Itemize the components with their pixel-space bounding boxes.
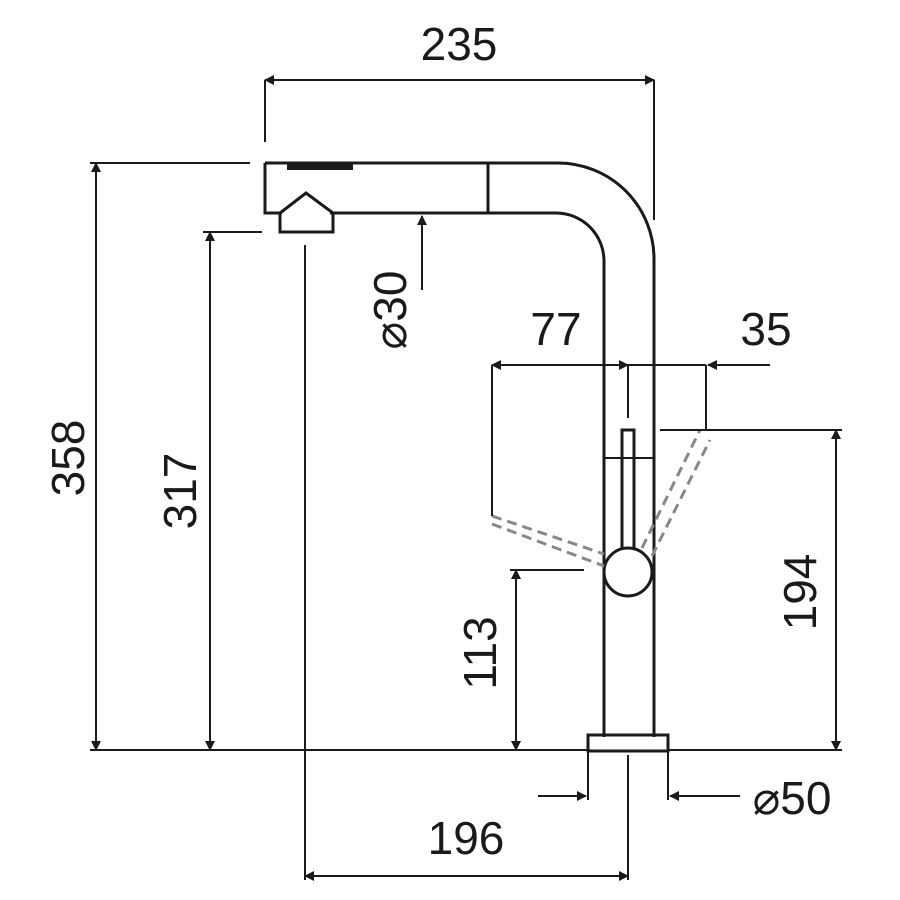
dimension-overall-reach: 235 bbox=[264, 18, 655, 220]
dimension-base-diameter: ⌀50 bbox=[538, 751, 831, 824]
lever-handle bbox=[620, 428, 636, 552]
spray-head-slot bbox=[287, 163, 353, 170]
dimension-spout-diameter: ⌀30 bbox=[364, 215, 427, 350]
faucet-outline bbox=[263, 161, 712, 753]
label-317: 317 bbox=[154, 453, 206, 530]
label-diameter-30: ⌀30 bbox=[364, 271, 416, 350]
label-113: 113 bbox=[454, 616, 506, 689]
lever-swing-front-hidden bbox=[640, 429, 712, 557]
label-194: 194 bbox=[774, 554, 826, 631]
dimension-handle-height: 113 bbox=[454, 569, 584, 751]
lever-pivot bbox=[602, 546, 654, 598]
spout-inner-edge bbox=[330, 211, 606, 737]
dimension-lever-height: 194 bbox=[660, 429, 842, 751]
label-235: 235 bbox=[421, 18, 498, 70]
label-77: 77 bbox=[530, 303, 581, 355]
spray-head-end bbox=[263, 163, 282, 215]
label-358: 358 bbox=[42, 420, 94, 497]
dimension-handle-offset: 35 bbox=[628, 303, 792, 430]
label-196: 196 bbox=[428, 812, 505, 864]
spout-outer-edge bbox=[265, 161, 656, 737]
dimension-overall-height: 358 bbox=[42, 162, 590, 751]
aerator-nozzle bbox=[278, 191, 335, 234]
label-35: 35 bbox=[740, 303, 791, 355]
faucet-base bbox=[586, 733, 670, 753]
dimension-spout-height: 317 bbox=[154, 231, 262, 751]
label-diameter-50: ⌀50 bbox=[753, 772, 832, 824]
lever-swing-back-hidden bbox=[491, 514, 605, 568]
dimension-handle-swing: 77 bbox=[491, 303, 629, 516]
dimension-spout-projection: 196 bbox=[304, 245, 629, 881]
